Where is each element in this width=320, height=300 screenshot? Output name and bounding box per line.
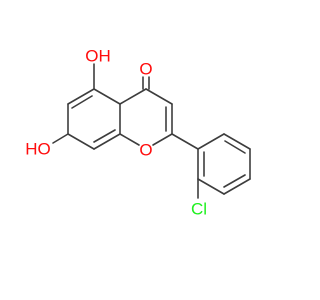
bond	[223, 174, 246, 188]
bond	[223, 178, 251, 195]
bond	[52, 133, 69, 144]
bond-lines	[52, 63, 251, 199]
bond	[223, 133, 251, 150]
bond	[93, 129, 116, 143]
carbonyl-oxygen-label: O	[139, 60, 152, 79]
bond	[67, 88, 95, 105]
bond	[119, 133, 140, 146]
hydroxyl-7-label: HO	[25, 140, 51, 159]
bond	[152, 133, 173, 146]
bond	[67, 133, 95, 150]
bond	[224, 140, 246, 154]
bond	[119, 88, 147, 105]
atom-labels: O O OH HO Cl	[25, 47, 207, 219]
molecule-structure: O O OH HO Cl	[25, 47, 251, 219]
bond	[197, 133, 225, 150]
bond	[197, 178, 225, 195]
bond	[93, 88, 121, 105]
bond	[171, 133, 199, 150]
ring-oxygen-label: O	[139, 141, 152, 160]
chlorine-label: Cl	[191, 200, 207, 219]
bond	[71, 95, 93, 109]
bond	[93, 133, 121, 150]
bond	[145, 88, 173, 105]
hydroxyl-5-label: OH	[85, 47, 111, 66]
